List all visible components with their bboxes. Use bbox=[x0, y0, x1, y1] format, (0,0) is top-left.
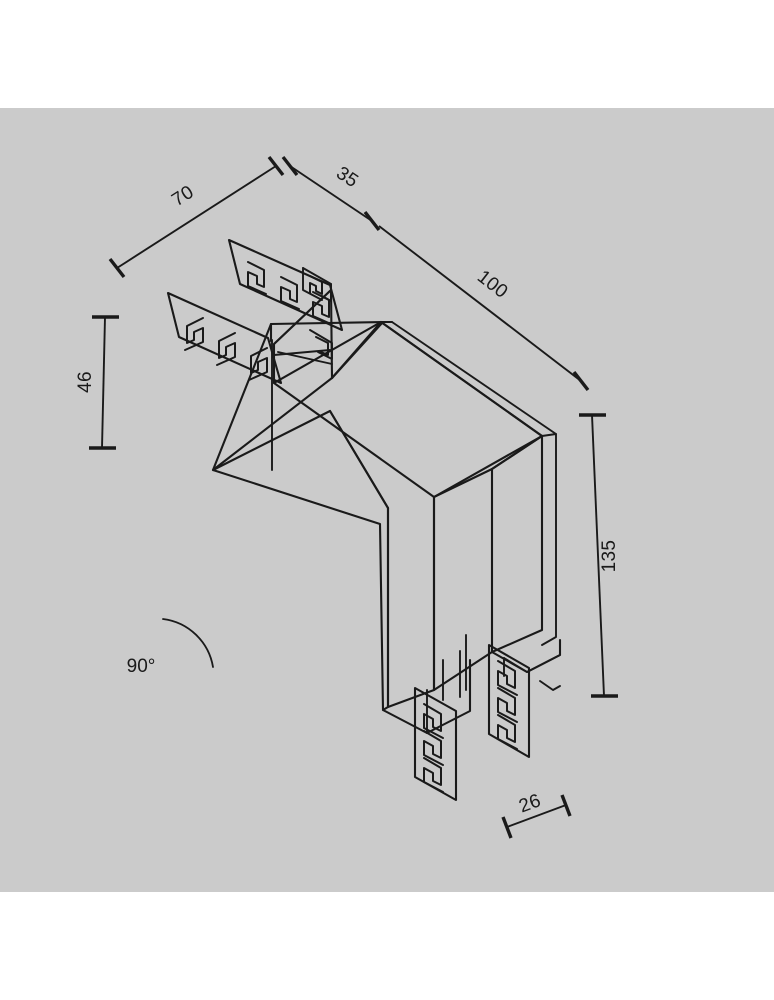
clip-tab-icon bbox=[247, 261, 267, 295]
clip-tab-icon bbox=[423, 730, 444, 766]
clip-tab-group-upper-right bbox=[247, 261, 332, 325]
clip-tab-icon bbox=[497, 660, 518, 696]
right-leg-foot-top bbox=[526, 654, 561, 673]
housing-left-groove2 bbox=[277, 351, 333, 365]
dimension-100-tick-end bbox=[572, 370, 590, 392]
housing-right-side-face bbox=[490, 434, 544, 654]
dimension-70-tick-start bbox=[108, 257, 126, 279]
housing-outer-skin-right bbox=[391, 321, 557, 646]
dimension-26-label: 26 bbox=[516, 790, 544, 817]
dimension-100-label: 100 bbox=[473, 266, 512, 303]
clip-tab-icon bbox=[497, 687, 518, 723]
clip-tab-group-bottom-right bbox=[497, 660, 518, 750]
housing-top-face bbox=[272, 320, 544, 499]
corner-connector-body bbox=[211, 288, 562, 735]
dimension-135: 135 bbox=[579, 413, 620, 698]
clip-tab-icon bbox=[315, 336, 329, 356]
clip-tab-housing-side bbox=[302, 267, 323, 301]
dimension-46-label: 46 bbox=[75, 371, 96, 393]
inner-leg-face bbox=[386, 495, 436, 709]
dimension-100-line bbox=[378, 225, 582, 382]
dimension-100: 100 bbox=[378, 225, 590, 392]
dimension-46-line bbox=[101, 316, 106, 449]
dimension-135-line bbox=[591, 414, 605, 697]
housing-right-front-face bbox=[432, 467, 494, 692]
dimension-26-tick-end bbox=[560, 794, 572, 817]
housing-skin-corner-link bbox=[541, 433, 557, 437]
bottom-right-chamfer bbox=[539, 680, 561, 691]
clip-tab-icon bbox=[497, 714, 518, 750]
dimension-35-tick-start bbox=[281, 155, 299, 177]
clip-strip-bottom-right-body bbox=[487, 643, 531, 759]
clip-tab-group-upper-left bbox=[184, 317, 268, 381]
dimension-135-label: 135 bbox=[599, 540, 620, 573]
clip-tab-housing-lower bbox=[309, 329, 333, 360]
clip-strip-upper-right bbox=[227, 238, 344, 332]
clip-tab-icon bbox=[423, 757, 444, 793]
l-plate-outer-face bbox=[211, 409, 390, 712]
dimension-46: 46 bbox=[75, 315, 119, 450]
clip-tab-group-bottom-left bbox=[423, 703, 444, 793]
clip-tab-icon bbox=[184, 317, 204, 351]
leg-foot bbox=[381, 658, 472, 735]
clip-strip-bottom-left bbox=[413, 686, 458, 802]
dimension-70-line bbox=[116, 165, 277, 269]
dimension-35: 35 bbox=[281, 155, 381, 232]
dimension-70: 70 bbox=[108, 155, 285, 279]
housing-left-groove bbox=[273, 349, 331, 356]
clip-tab-icon bbox=[309, 275, 323, 295]
dimension-26: 26 bbox=[501, 790, 572, 839]
clip-tab-icon bbox=[280, 276, 300, 310]
clip-tab-icon bbox=[216, 332, 236, 366]
dimension-35-label: 35 bbox=[332, 163, 362, 193]
clip-strip-upper-left bbox=[166, 291, 283, 385]
dimension-35-tick-end bbox=[363, 210, 381, 232]
clip-tab-icon bbox=[248, 347, 268, 381]
clip-strip-upper-right-body bbox=[227, 238, 344, 332]
dimension-26-tick-start bbox=[501, 816, 513, 839]
clip-tab-housing-top bbox=[302, 267, 332, 302]
angle-annotation-90: 90° bbox=[127, 618, 214, 677]
clip-tab-icon bbox=[423, 703, 444, 739]
dimension-26-line bbox=[506, 804, 567, 828]
clip-strip-upper-left-body bbox=[166, 291, 283, 385]
clip-tab-icon bbox=[312, 291, 332, 325]
left-arm-top-face bbox=[211, 320, 385, 472]
dimension-70-tick-end bbox=[267, 155, 285, 177]
clip-strip-bottom-left-body bbox=[413, 686, 458, 802]
right-leg-foot-bevel bbox=[503, 657, 528, 673]
housing-left-step bbox=[273, 289, 332, 345]
angle-90-label: 90° bbox=[127, 656, 156, 677]
angle-arc bbox=[162, 618, 214, 668]
clip-tab-lower-outline bbox=[309, 329, 333, 360]
l-plate-fold bbox=[328, 409, 390, 510]
drawing-background-band bbox=[0, 108, 774, 892]
clip-strip-bottom-right bbox=[487, 643, 531, 759]
dimension-35-line bbox=[289, 165, 373, 222]
dimension-70-label: 70 bbox=[168, 182, 198, 211]
